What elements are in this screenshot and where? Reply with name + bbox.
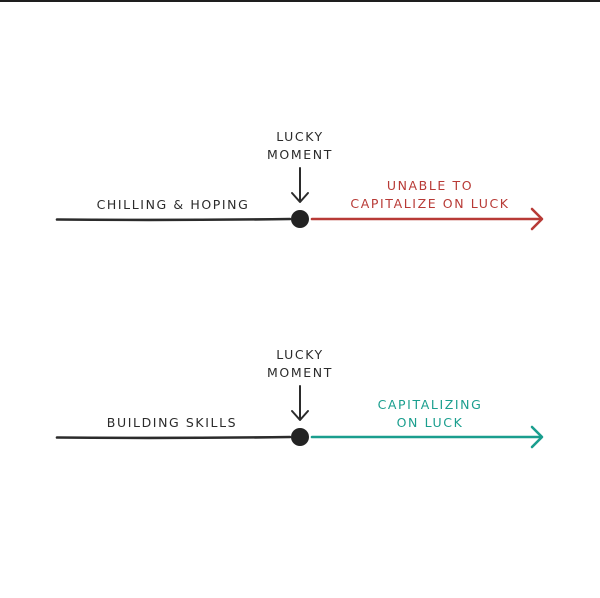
timeline-1-before-line — [55, 217, 292, 222]
timeline-2-before-line — [55, 435, 292, 440]
timeline-2-before-label: BUILDING SKILLS — [106, 415, 238, 430]
timeline-1-down-arrow-icon — [291, 167, 309, 203]
timeline-1-arrowhead — [530, 207, 544, 231]
timeline-2-lucky-moment-label: LUCKY MOMENT — [267, 347, 333, 380]
timeline-2-arrowhead — [530, 425, 544, 449]
top-border — [0, 0, 600, 2]
timeline-1-before-label: CHILLING & HOPING — [96, 197, 250, 212]
timeline-2-after-label: CAPITALIZING ON LUCK — [377, 397, 483, 430]
timeline-1-lucky-moment-label: LUCKY MOMENT — [267, 129, 333, 162]
timeline-1-lucky-moment-dot — [291, 210, 309, 228]
timeline-2-down-arrow-icon — [291, 385, 309, 421]
timeline-2-lucky-moment-dot — [291, 428, 309, 446]
timeline-1-after-label: UNABLE TO CAPITALIZE ON LUCK — [350, 178, 510, 211]
